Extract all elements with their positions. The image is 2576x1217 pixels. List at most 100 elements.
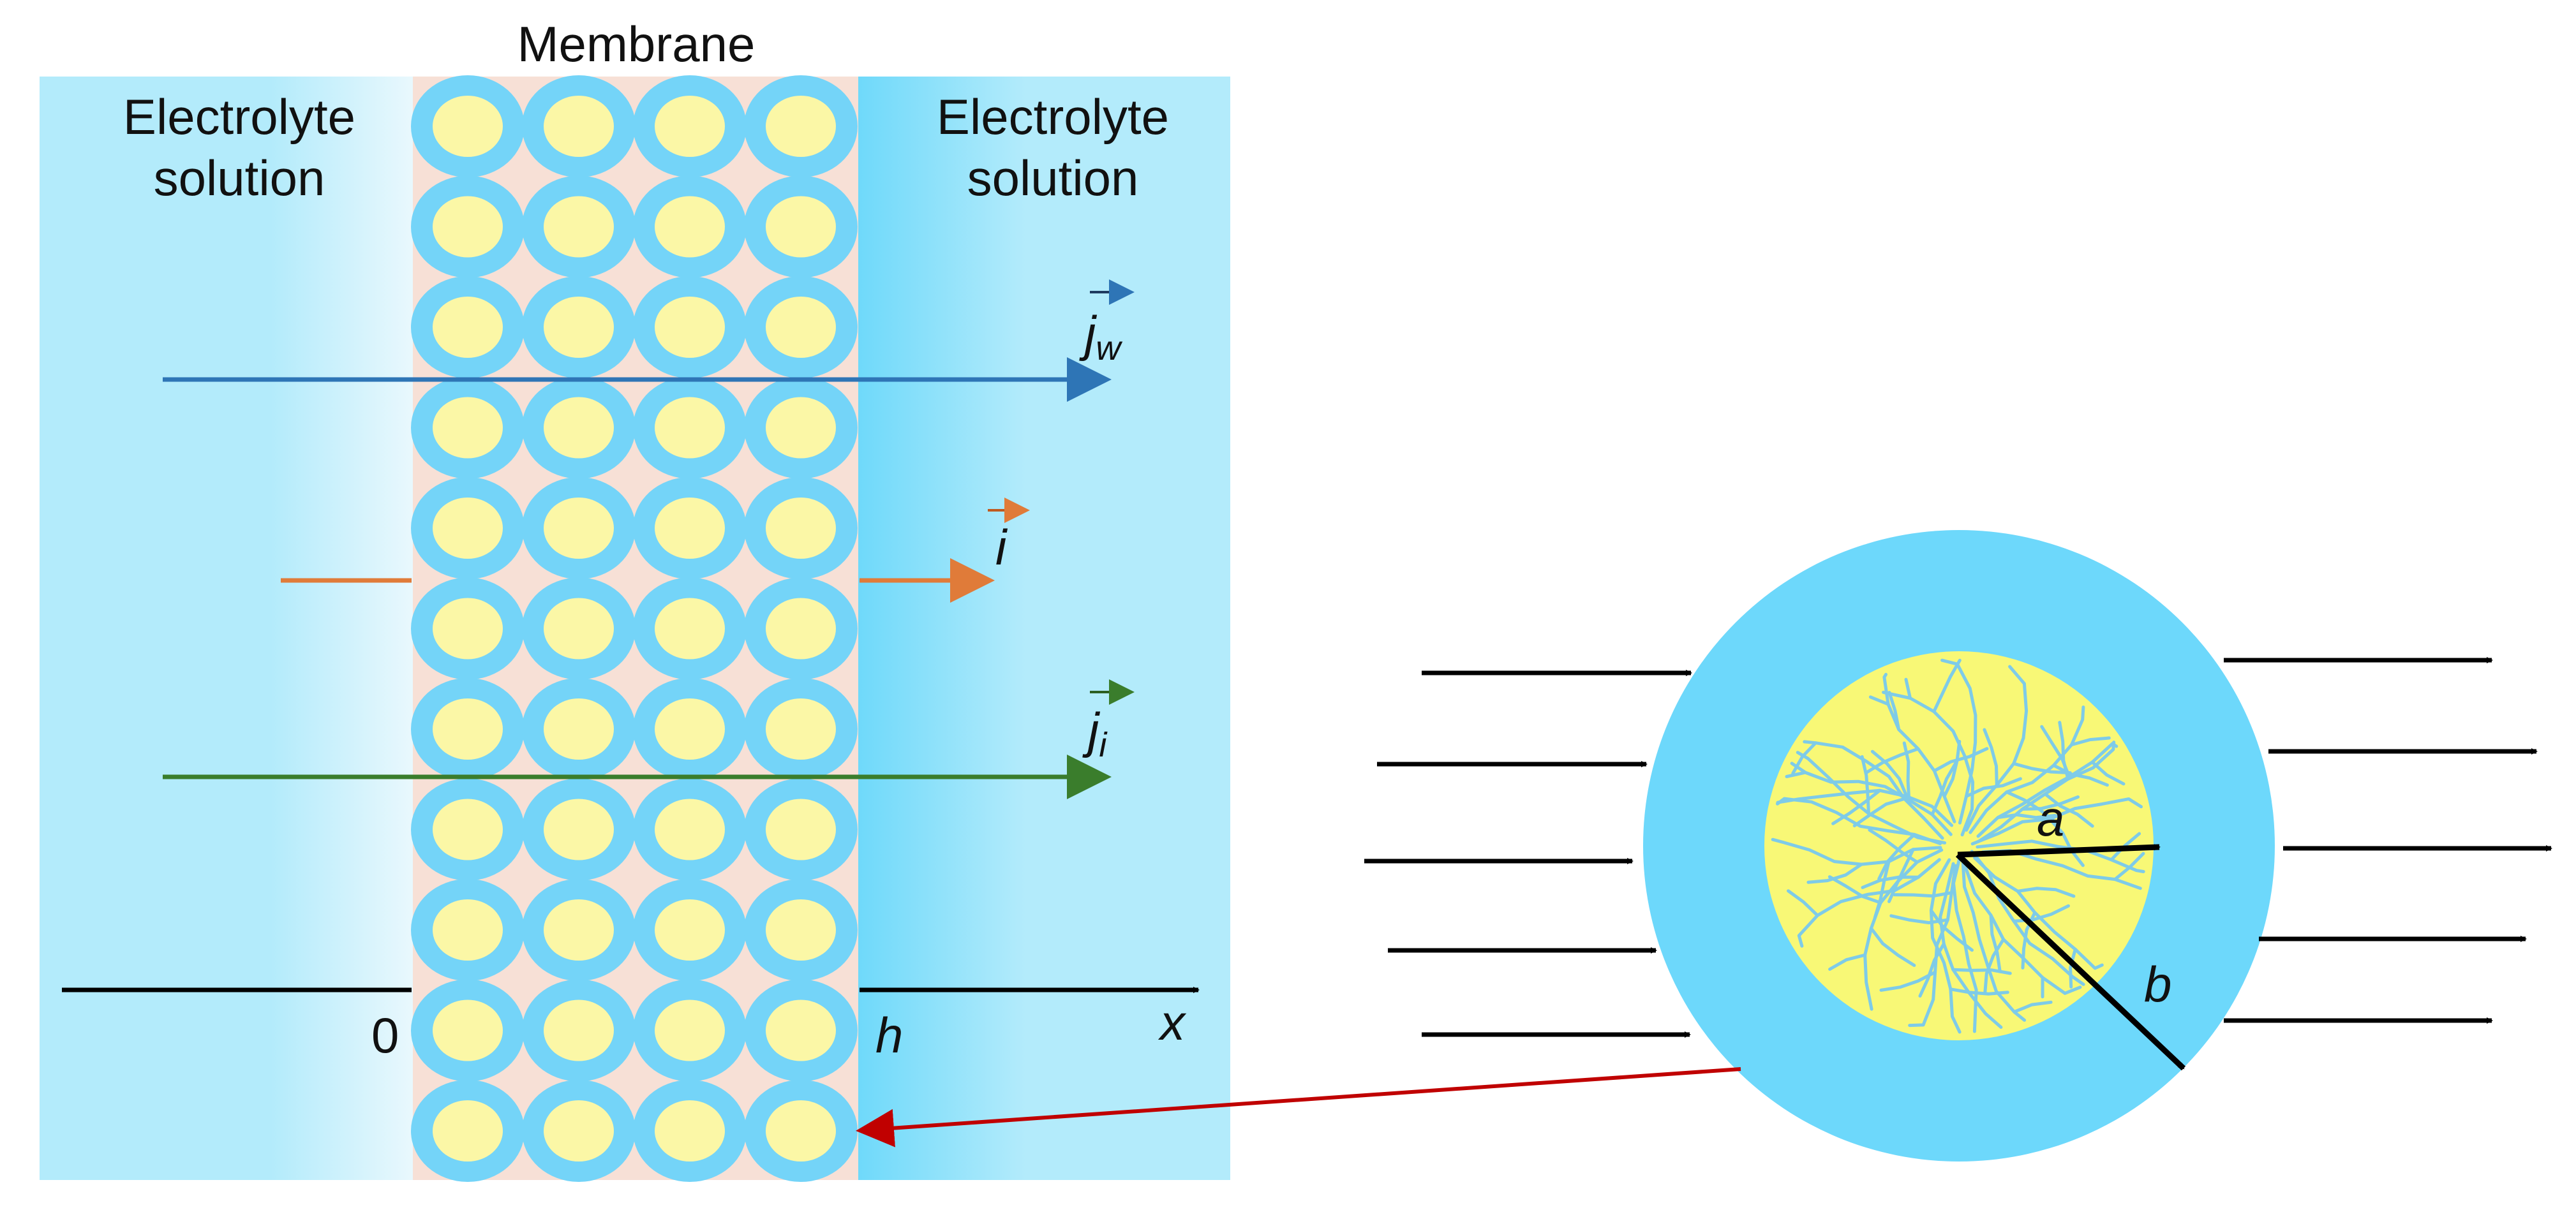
right-solution-region (858, 77, 1230, 1180)
crack-line (1940, 658, 1977, 825)
particle-core (544, 397, 614, 459)
radius-b-arrow (1955, 852, 2186, 1071)
particle-core (655, 297, 725, 358)
particle-core (766, 1100, 836, 1162)
crack-branch (1932, 658, 1962, 714)
particle-core (544, 1100, 614, 1162)
crack-branch (1887, 848, 1915, 903)
crack-line (1977, 741, 2116, 843)
crack-line (1970, 797, 2143, 846)
crack-branch (2090, 760, 2126, 786)
right-electrolyte-label-line1: Electrolyte (937, 89, 1169, 145)
crack-branch (1870, 749, 1909, 798)
crack-branch (2048, 817, 2085, 867)
crack-branch (2051, 763, 2109, 787)
crack-line (1882, 690, 1975, 837)
particle-core (655, 799, 725, 860)
particle-core (544, 196, 614, 258)
particle-core (655, 1100, 725, 1162)
particle-core (655, 999, 725, 1061)
particle-core (544, 498, 614, 559)
left-solution-region (40, 77, 413, 1180)
particle-core (433, 899, 503, 961)
particle-core (433, 196, 503, 258)
crack-line (1803, 740, 1944, 840)
crack-line (1882, 672, 1956, 823)
axis-h-label: h (875, 1007, 903, 1063)
crack-branch (1904, 677, 1912, 700)
crack-branch (1983, 938, 2006, 994)
crack-branch (1932, 747, 1989, 772)
particle-core (433, 1100, 503, 1162)
particle-core (766, 698, 836, 760)
axis-origin-label: 0 (371, 1007, 399, 1063)
particle-core (766, 96, 836, 157)
particle-core (544, 799, 614, 860)
crack-branch (2016, 887, 2076, 898)
crack-branch (2069, 947, 2077, 989)
particle-core (655, 196, 725, 258)
membrane-label: Membrane (517, 16, 756, 72)
crack-line (1973, 856, 2104, 970)
radius-a-label: a (2037, 790, 2064, 846)
particle-core (766, 498, 836, 559)
crack-line (1976, 742, 2118, 838)
particle-core (655, 598, 725, 660)
crack-line (1771, 837, 1942, 866)
radius-a-arrow (1957, 844, 2161, 858)
crack-branch (2012, 762, 2072, 775)
particle-core (544, 899, 614, 961)
crack-line (1952, 855, 1978, 1033)
radius-b-label: b (2144, 956, 2171, 1012)
left-electrolyte-label-line2: solution (154, 150, 325, 206)
particle-core (766, 297, 836, 358)
crack-branch (1879, 970, 1937, 992)
particle-core (433, 397, 503, 459)
crack-branch (1828, 953, 1867, 971)
particle-core (433, 598, 503, 660)
crack-branch (1865, 747, 1920, 774)
crack-branch (1893, 891, 1953, 898)
crack-branch (1989, 913, 2002, 973)
crack-branch (2070, 736, 2111, 747)
particle-core (655, 397, 725, 459)
crack-branch (1869, 927, 1916, 967)
crack-branch (1785, 771, 1807, 778)
crack-branch (1930, 760, 1958, 816)
crack-line (1929, 858, 1962, 1034)
crack-branch (2020, 795, 2080, 811)
crack-branch (1929, 909, 1974, 952)
particle-core (544, 698, 614, 760)
crack-line (1790, 762, 1953, 836)
crack-branch (1996, 813, 2057, 820)
particle-core (655, 698, 725, 760)
crack-branch (1983, 728, 1999, 787)
particle-core (655, 899, 725, 961)
crack-branch (2113, 852, 2145, 881)
axis-x-label: x (1158, 994, 1187, 1051)
water-flux-symbol: jw (1079, 306, 1122, 367)
incoming-flow-arrows (1364, 670, 1692, 1038)
crack-line (1776, 788, 1954, 827)
crack-branch (1860, 755, 1870, 815)
outgoing-flow-arrows (2224, 657, 2552, 1024)
crack-branch (1942, 740, 1962, 798)
particle-core (766, 999, 836, 1061)
particle-core (433, 799, 503, 860)
crack-line (1969, 705, 2085, 834)
crack-line (1961, 858, 2027, 1022)
particle-core (766, 397, 836, 459)
crack-branch (1951, 968, 2012, 975)
particle-core (766, 196, 836, 258)
core-crack-pattern (1771, 658, 2145, 1034)
current-symbol: i (995, 519, 1008, 575)
particle-core (655, 96, 725, 157)
particle-core (433, 498, 503, 559)
zoom-connector-arrow (856, 1067, 1741, 1147)
particle-core (544, 999, 614, 1061)
crack-branch (2058, 721, 2070, 781)
membrane-particle-grid (411, 75, 858, 1182)
particle-core (766, 598, 836, 660)
crack-branch (1828, 875, 1882, 904)
